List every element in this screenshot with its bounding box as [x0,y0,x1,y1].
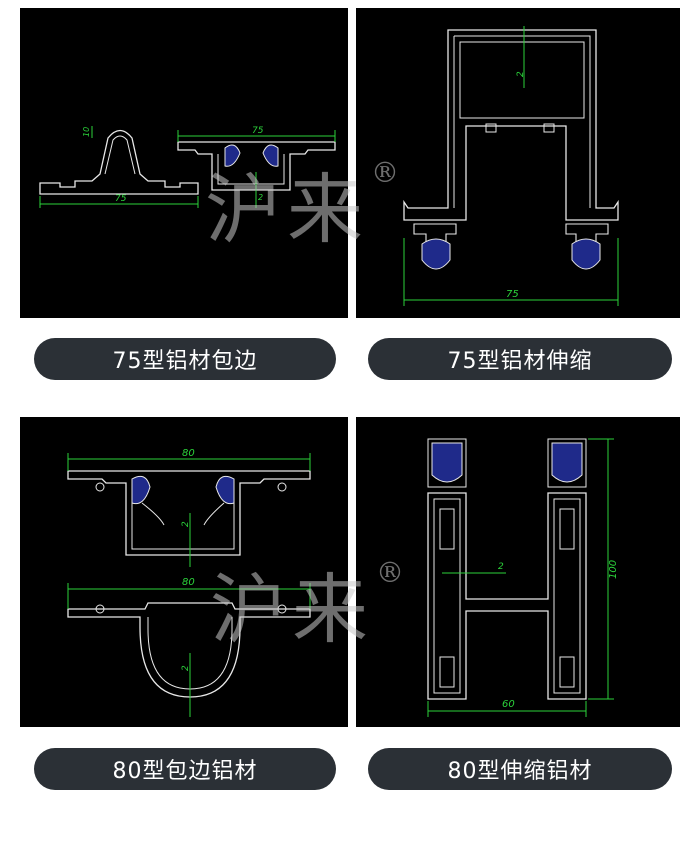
gasket-left [431,442,463,483]
caption-pill-75-expansion: 75型铝材伸缩 [368,338,672,380]
panel-75-expansion: 75 2 [356,8,680,318]
panel-75-edge: 75 10 75 2 [20,8,348,318]
dim-label-thick: 2 [498,562,504,572]
dim-label-width: 60 [502,699,515,710]
dim-label-bottom: 75 [115,194,127,204]
profile-hump [39,129,199,195]
profile-u [67,602,311,698]
gasket-left [224,144,241,167]
profile-channel [177,141,336,191]
panel-80-expansion: 100 60 2 [356,417,680,727]
gasket-right [262,144,279,167]
profile-channel [67,470,311,556]
gasket-left [421,238,451,270]
drawing-75-expansion: 75 2 [403,26,619,306]
dim-label-width: 75 [506,289,519,300]
gasket-right [571,238,601,270]
caption-pill-80-expansion: 80型伸缩铝材 [368,748,672,790]
profile-frame [403,29,619,221]
dim-label-top: 75 [252,126,264,136]
panel-80-edge: 80 2 80 2 [20,417,348,727]
dim-label-small: 10 [82,127,91,137]
dim-label-bottom: 80 [182,577,195,588]
drawing-75-edge: 75 10 75 2 [39,126,336,208]
profile-h [427,492,587,700]
gasket-right [551,442,583,483]
dim-label-top: 80 [182,448,195,459]
caption-pill-80-edge: 80型包边铝材 [34,748,336,790]
dim-label-thick: 2 [258,193,263,202]
dim-label-height: 100 [608,560,619,579]
drawing-80-expansion: 100 60 2 [427,438,619,717]
dim-label-thick1: 2 [181,521,191,527]
dim-label-thick: 2 [516,71,526,77]
profile-hump-inner [104,135,136,175]
dim-label-thick2: 2 [181,665,191,671]
drawing-80-edge: 80 2 80 2 [67,448,311,717]
gasket-right [215,475,235,505]
gasket-left [131,475,151,505]
caption-pill-75-edge: 75型铝材包边 [34,338,336,380]
